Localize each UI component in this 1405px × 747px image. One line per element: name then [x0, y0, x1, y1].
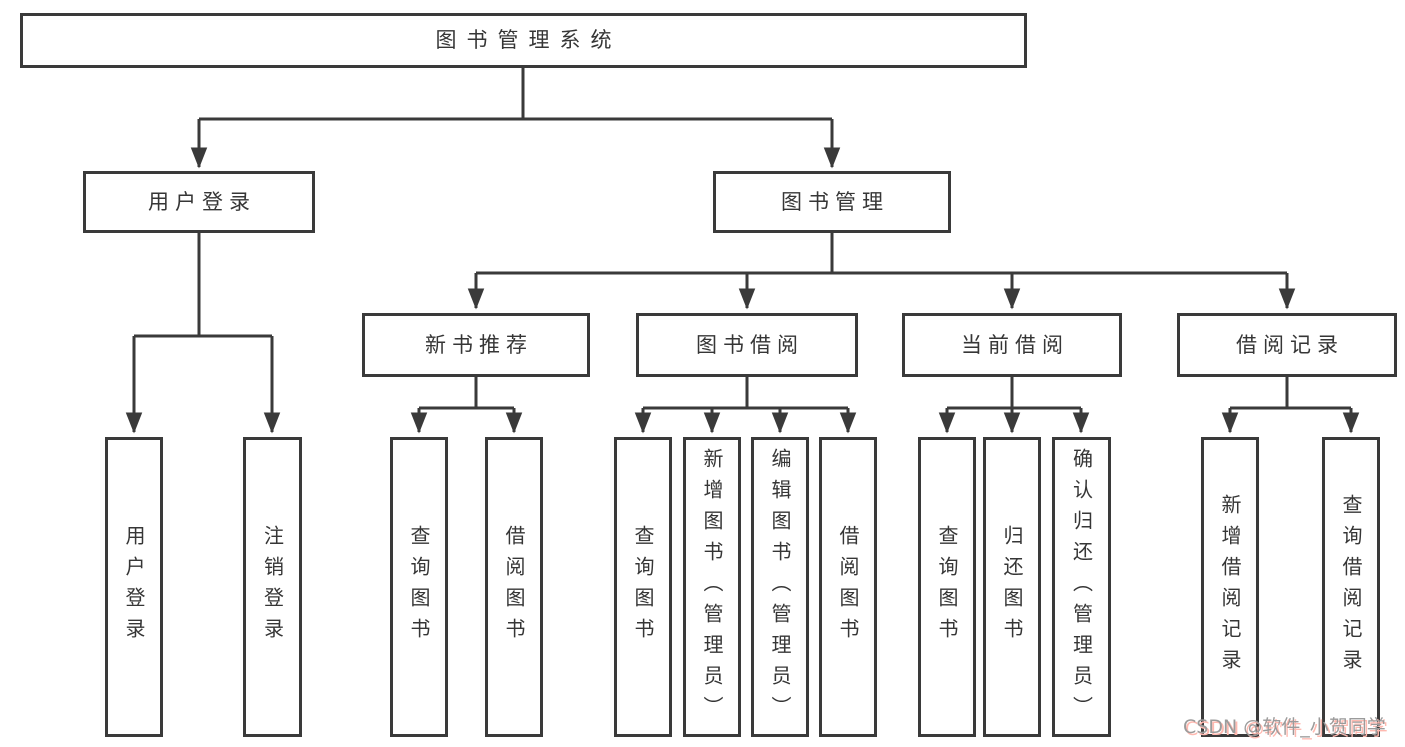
leaf-cb-confirm-return-admin-label: 确认归还（管理员）	[1069, 447, 1094, 727]
node-current-borrow: 当前借阅	[902, 313, 1122, 377]
node-borrow-records: 借阅记录	[1177, 313, 1397, 377]
leaf-user-login-label: 用户登录	[122, 525, 146, 649]
csdn-watermark: CSDN @软件_小贺同学	[1183, 716, 1386, 738]
node-book-management-label: 图书管理	[781, 189, 889, 214]
node-book-management: 图书管理	[713, 171, 951, 233]
node-book-borrow-label: 图书借阅	[696, 332, 804, 357]
leaf-nbr-borrow-book: 借阅图书	[485, 437, 543, 737]
leaf-br-query-record: 查询借阅记录	[1322, 437, 1380, 737]
node-current-borrow-label: 当前借阅	[961, 332, 1069, 357]
node-book-borrow: 图书借阅	[636, 313, 858, 377]
connector-user-login-children	[125, 233, 281, 434]
connector-book-borrow-children	[634, 377, 857, 434]
leaf-cb-query-book: 查询图书	[918, 437, 976, 737]
node-library-system: 图书管理系统	[20, 13, 1027, 68]
leaf-bb-add-book-admin: 新增图书（管理员）	[683, 437, 741, 737]
leaf-logout: 注销登录	[243, 437, 302, 737]
leaf-br-query-record-label: 查询借阅记录	[1339, 494, 1363, 680]
leaf-bb-edit-book-admin-label: 编辑图书（管理员）	[768, 447, 792, 727]
node-new-book-recommend-label: 新书推荐	[425, 332, 533, 357]
leaf-user-login: 用户登录	[105, 437, 163, 737]
connector-new-book-recommend-children	[410, 377, 523, 434]
leaf-cb-confirm-return-admin: 确认归还（管理员）	[1052, 437, 1111, 737]
node-user-login: 用户登录	[83, 171, 315, 233]
leaf-logout-label: 注销登录	[260, 525, 285, 649]
node-new-book-recommend: 新书推荐	[362, 313, 590, 377]
leaf-br-add-record: 新增借阅记录	[1201, 437, 1259, 737]
leaf-nbr-query-book-label: 查询图书	[407, 525, 431, 649]
connector-book-management-children	[467, 233, 1296, 310]
node-library-system-label: 图书管理系统	[435, 28, 622, 52]
leaf-cb-return-book-label: 归还图书	[1000, 525, 1024, 649]
connector-current-borrow-children	[938, 377, 1090, 434]
leaf-br-add-record-label: 新增借阅记录	[1218, 494, 1242, 680]
leaf-bb-query-book-label: 查询图书	[631, 525, 655, 649]
leaf-nbr-borrow-book-label: 借阅图书	[502, 525, 526, 649]
leaf-nbr-query-book: 查询图书	[390, 437, 448, 737]
leaf-cb-query-book-label: 查询图书	[935, 525, 959, 649]
leaf-cb-return-book: 归还图书	[983, 437, 1041, 737]
leaf-bb-edit-book-admin: 编辑图书（管理员）	[751, 437, 809, 737]
node-user-login-label: 用户登录	[148, 189, 256, 214]
connector-borrow-records-children	[1221, 377, 1360, 434]
leaf-bb-borrow-book-label: 借阅图书	[836, 525, 860, 649]
node-borrow-records-label: 借阅记录	[1236, 332, 1344, 357]
connector-root-to-level2	[190, 68, 841, 169]
leaf-bb-query-book: 查询图书	[614, 437, 672, 737]
leaf-bb-add-book-admin-label: 新增图书（管理员）	[700, 447, 724, 727]
leaf-bb-borrow-book: 借阅图书	[819, 437, 877, 737]
